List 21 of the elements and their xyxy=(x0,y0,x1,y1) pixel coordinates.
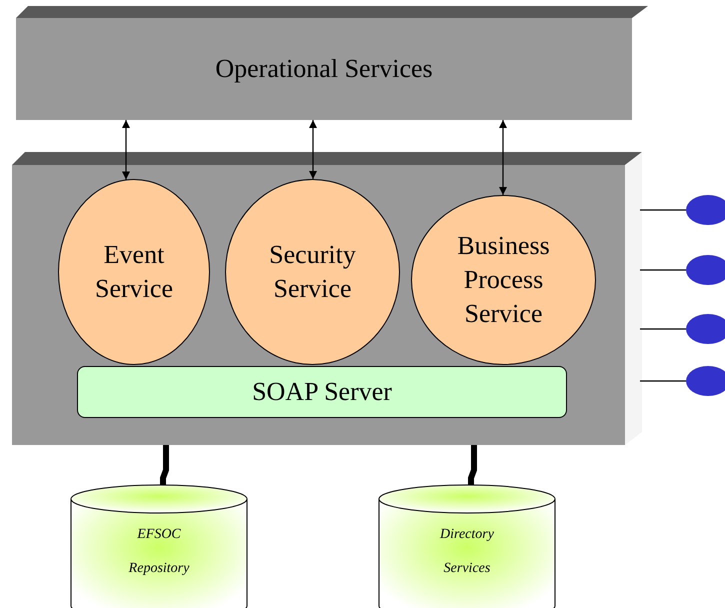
connector xyxy=(499,120,507,195)
panel-title: Operational Services xyxy=(215,53,433,86)
server-bar xyxy=(77,366,567,418)
service-label: Event Service xyxy=(94,239,174,305)
connector xyxy=(160,445,169,485)
endpoint-circle xyxy=(686,195,725,225)
connector xyxy=(122,120,130,180)
connector xyxy=(640,380,686,382)
service-label: Business Process Service xyxy=(456,230,551,330)
connector xyxy=(640,269,686,271)
connector xyxy=(468,445,477,485)
connector xyxy=(640,209,686,211)
endpoint-circle xyxy=(686,366,725,396)
service-label: SOAP Server xyxy=(252,376,392,408)
panel xyxy=(16,6,648,120)
connector xyxy=(309,120,317,179)
connector xyxy=(640,328,686,330)
endpoint-circle xyxy=(686,314,725,344)
service-label: Security Service xyxy=(268,239,357,305)
panel xyxy=(12,152,642,445)
endpoint-circle xyxy=(686,255,725,285)
